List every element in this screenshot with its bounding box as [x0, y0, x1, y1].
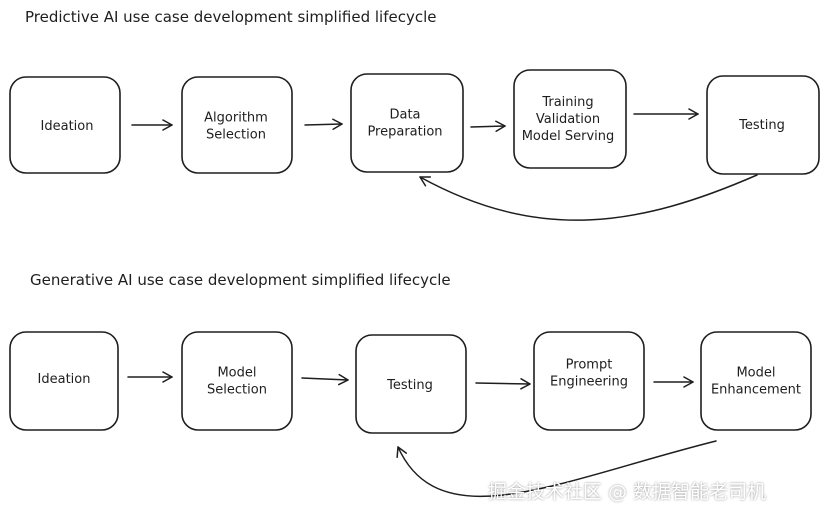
step-label-line: Training: [541, 95, 593, 110]
step-label-line: Validation: [536, 112, 600, 127]
predictive-step-ideation: Ideation: [9, 76, 121, 174]
step-label-line: Testing: [738, 118, 785, 133]
predictive-title: Predictive AI use case development simpl…: [25, 8, 436, 26]
step-label-line: Selection: [207, 383, 267, 398]
step-label: Ideation: [41, 119, 94, 134]
step-label-line: Engineering: [550, 375, 628, 390]
step-label-line: Data: [389, 108, 420, 123]
generative-step-ideation: Ideation: [9, 331, 119, 431]
step-label: Testing: [386, 378, 433, 393]
step-label-line: Prompt: [566, 358, 613, 373]
predictive-step-testing: Testing: [706, 75, 820, 175]
generative-title: Generative AI use case development simpl…: [30, 271, 451, 289]
step-label: Ideation: [38, 372, 91, 387]
step-label-line: Ideation: [41, 119, 94, 134]
step-label-line: Model: [217, 366, 256, 381]
generative-step-testing: Testing: [355, 334, 467, 434]
arrow-connector: [301, 373, 349, 386]
step-label-line: Model Serving: [522, 129, 615, 144]
step-label-line: Algorithm: [204, 111, 268, 126]
arrow-connector: [470, 120, 506, 133]
step-label-line: Enhancement: [711, 383, 801, 398]
step-label-line: Model: [736, 366, 775, 381]
step-label-line: Preparation: [367, 125, 442, 140]
arrow-connector: [304, 118, 343, 130]
step-label-line: Ideation: [38, 372, 91, 387]
arrow-connector: [475, 378, 531, 390]
feedback-arrow: [396, 440, 717, 498]
step-label: Testing: [738, 118, 785, 133]
step-label-line: Selection: [206, 128, 266, 143]
feedback-arrow: [419, 174, 758, 221]
step-label-line: Testing: [386, 378, 433, 393]
watermark: 掘金技术社区 @ 数据智能老司机: [488, 481, 767, 503]
